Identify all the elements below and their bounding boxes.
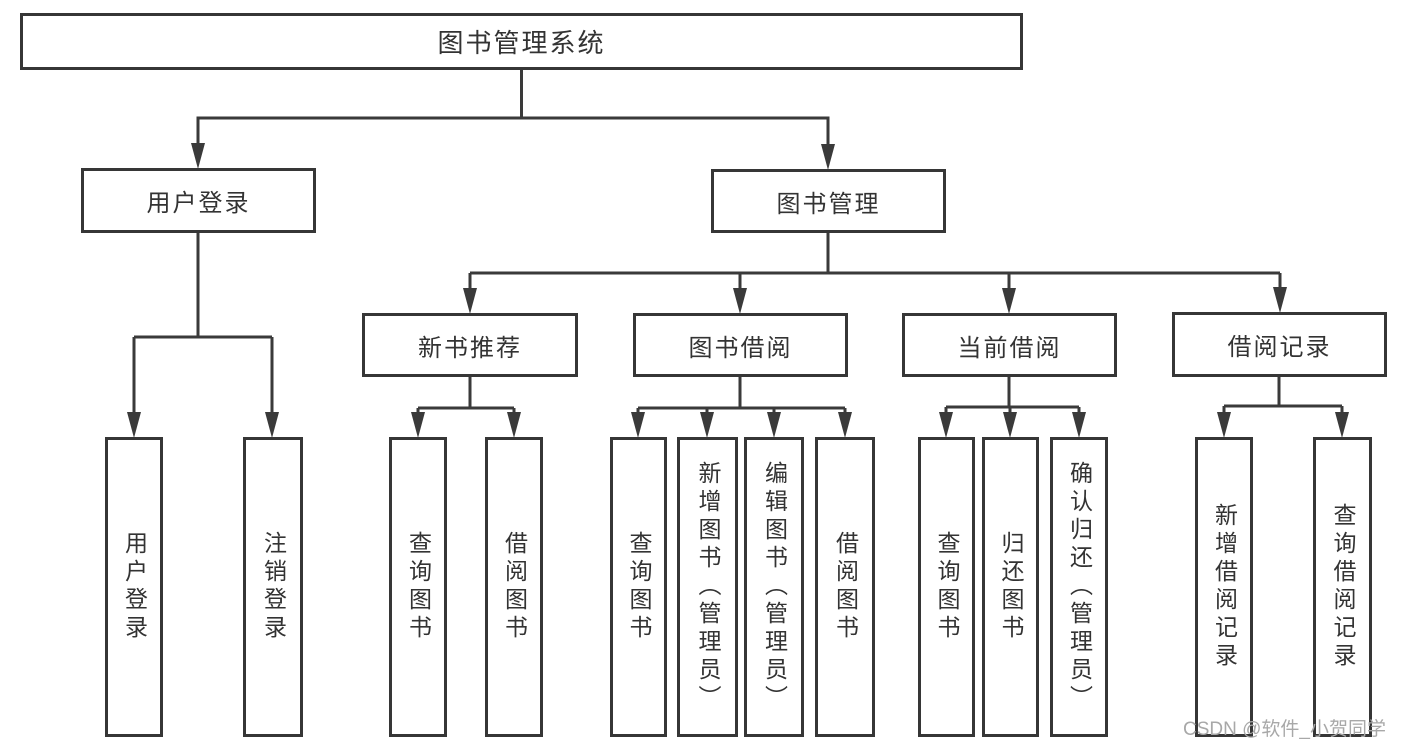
node-borrow-records: 借阅记录: [1172, 312, 1387, 377]
node-book-borrow: 图书借阅: [633, 313, 848, 377]
node-library-system: 图书管理系统: [20, 13, 1023, 70]
leaf-current-query-books: 查询图书: [918, 437, 975, 737]
node-user-login: 用户登录: [81, 168, 316, 233]
node-new-book-recommend: 新书推荐: [362, 313, 578, 377]
connector-current-to-leaves: [939, 377, 1086, 438]
connector-borrow-to-leaves: [631, 377, 852, 438]
leaf-recommend-query-books: 查询图书: [389, 437, 447, 737]
leaf-current-return-books: 归还图书: [982, 437, 1039, 737]
connector-management-to-level3: [463, 232, 1287, 314]
leaf-current-confirm-return-admin-label: 确认归还（管理员）: [1066, 461, 1093, 713]
leaf-records-add-record: 新增借阅记录: [1195, 437, 1253, 737]
leaf-borrow-add-books-admin-label: 新增图书（管理员）: [695, 461, 721, 713]
leaf-borrow-edit-books-admin: 编辑图书（管理员）: [744, 437, 804, 737]
leaf-borrow-query-books-label: 查询图书: [626, 531, 652, 643]
node-book-management: 图书管理: [711, 169, 946, 233]
leaf-current-confirm-return-admin: 确认归还（管理员）: [1050, 437, 1108, 737]
leaf-logout: 注销登录: [243, 437, 303, 737]
leaf-records-add-record-label: 新增借阅记录: [1211, 503, 1238, 671]
leaf-borrow-query-books: 查询图书: [610, 437, 667, 737]
leaf-borrow-borrow-books: 借阅图书: [815, 437, 875, 737]
leaf-logout-label: 注销登录: [260, 531, 287, 643]
leaf-user-login: 用户登录: [105, 437, 163, 737]
connector-recommend-to-leaves: [411, 377, 521, 438]
leaf-current-query-books-label: 查询图书: [934, 531, 960, 643]
leaf-user-login-label: 用户登录: [121, 531, 148, 643]
leaf-records-query-record-label: 查询借阅记录: [1330, 503, 1356, 671]
leaf-borrow-add-books-admin: 新增图书（管理员）: [677, 437, 738, 737]
leaf-recommend-borrow-books-label: 借阅图书: [501, 531, 528, 643]
leaf-recommend-borrow-books: 借阅图书: [485, 437, 543, 737]
connector-root-to-level2: [191, 70, 835, 170]
connector-login-to-leaves: [127, 232, 279, 438]
leaf-borrow-edit-books-admin-label: 编辑图书（管理员）: [761, 461, 788, 713]
leaf-current-return-books-label: 归还图书: [998, 531, 1024, 643]
node-current-borrow: 当前借阅: [902, 313, 1117, 377]
connector-records-to-leaves: [1217, 377, 1349, 438]
leaf-borrow-borrow-books-label: 借阅图书: [832, 531, 859, 643]
leaf-records-query-record: 查询借阅记录: [1313, 437, 1372, 737]
csdn-watermark: CSDN @软件_小贺同学: [1183, 719, 1386, 740]
leaf-recommend-query-books-label: 查询图书: [405, 531, 432, 643]
